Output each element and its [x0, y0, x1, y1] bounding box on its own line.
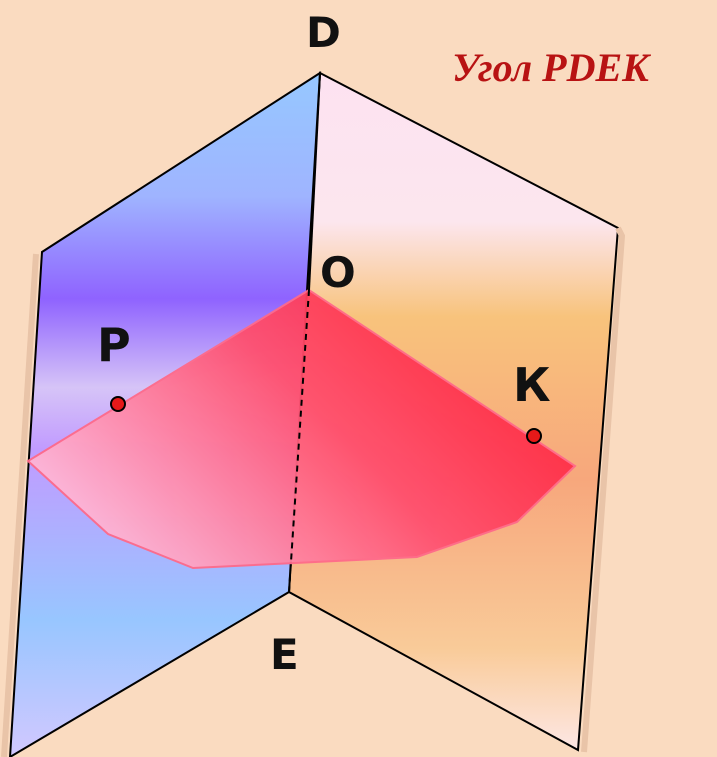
right-plane-edge-shadow	[581, 226, 626, 753]
edge-de-visible	[308, 72, 321, 291]
left-plane-edge-shadow	[1, 253, 39, 757]
angle-section	[26, 288, 577, 570]
label-d: D	[306, 8, 341, 57]
diagram-title: Угол PDEK	[452, 45, 649, 90]
label-e: E	[270, 630, 299, 679]
label-k: К	[513, 358, 551, 412]
label-o: O	[320, 248, 356, 297]
point-p	[110, 396, 126, 412]
label-p: P	[97, 318, 131, 372]
point-k	[526, 428, 542, 444]
